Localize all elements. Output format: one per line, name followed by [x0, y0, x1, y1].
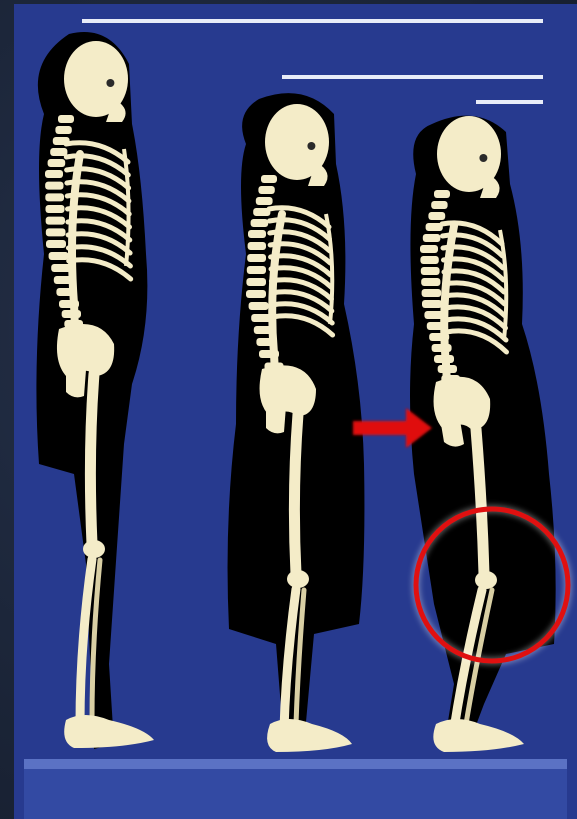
vertebra	[434, 190, 450, 198]
vertebra	[49, 252, 69, 260]
vertebra	[421, 278, 440, 286]
skeleton-diagram	[14, 4, 577, 819]
vertebra	[247, 266, 266, 274]
diagram-panel	[14, 4, 577, 819]
vertebra	[46, 217, 65, 225]
skeleton-1-eye-socket	[106, 79, 114, 87]
vertebra	[58, 115, 74, 123]
vertebra	[48, 159, 66, 167]
skeleton-1-femur	[90, 374, 94, 544]
floor-base	[24, 769, 567, 819]
vertebra	[251, 219, 269, 227]
vertebra	[422, 289, 442, 297]
vertebra	[46, 205, 65, 213]
vertebra	[45, 182, 63, 190]
skeleton-1-hand	[66, 363, 86, 398]
vertebra	[246, 278, 266, 286]
vertebra	[246, 290, 266, 298]
vertebra	[249, 302, 269, 310]
vertebra	[247, 254, 266, 262]
vertebra	[46, 228, 66, 236]
skeleton-2-femur	[294, 414, 298, 574]
vertebra	[431, 201, 447, 209]
vertebra	[45, 170, 63, 178]
skeleton-2-eye-socket	[307, 142, 315, 150]
vertebra	[251, 314, 271, 322]
vertebra	[422, 300, 442, 308]
vertebra	[248, 230, 266, 238]
vertebra	[420, 256, 438, 264]
vertebra	[46, 240, 66, 248]
vertebra	[248, 242, 266, 250]
skeleton-2-hand	[266, 398, 286, 433]
floor-edge	[24, 759, 567, 769]
vertebra	[428, 212, 445, 220]
vertebra	[261, 175, 277, 183]
vertebra	[420, 245, 438, 253]
vertebra	[50, 148, 67, 156]
vertebra	[423, 234, 441, 242]
vertebra	[45, 193, 64, 201]
vertebra	[55, 126, 71, 134]
vertebra	[421, 267, 440, 275]
skeleton-3-eye-socket	[479, 154, 487, 162]
skeleton-3-knee	[475, 571, 497, 589]
vertebra	[258, 186, 274, 194]
vertebra	[256, 197, 273, 205]
